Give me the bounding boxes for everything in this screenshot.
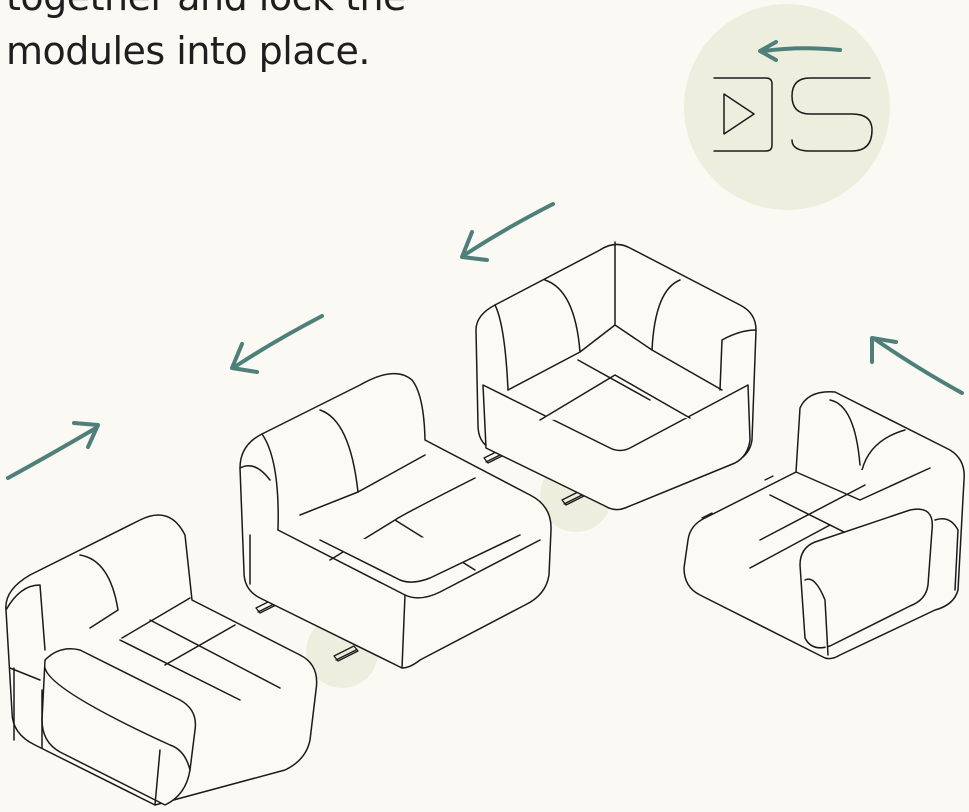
direction-arrow-icon [8,423,98,478]
connect-direction-badge-icon [684,4,890,210]
direction-arrow-icon [232,316,322,372]
direction-arrow-icon [872,338,962,393]
direction-arrow-icon [462,204,553,260]
sofa-module-corner [476,242,756,510]
